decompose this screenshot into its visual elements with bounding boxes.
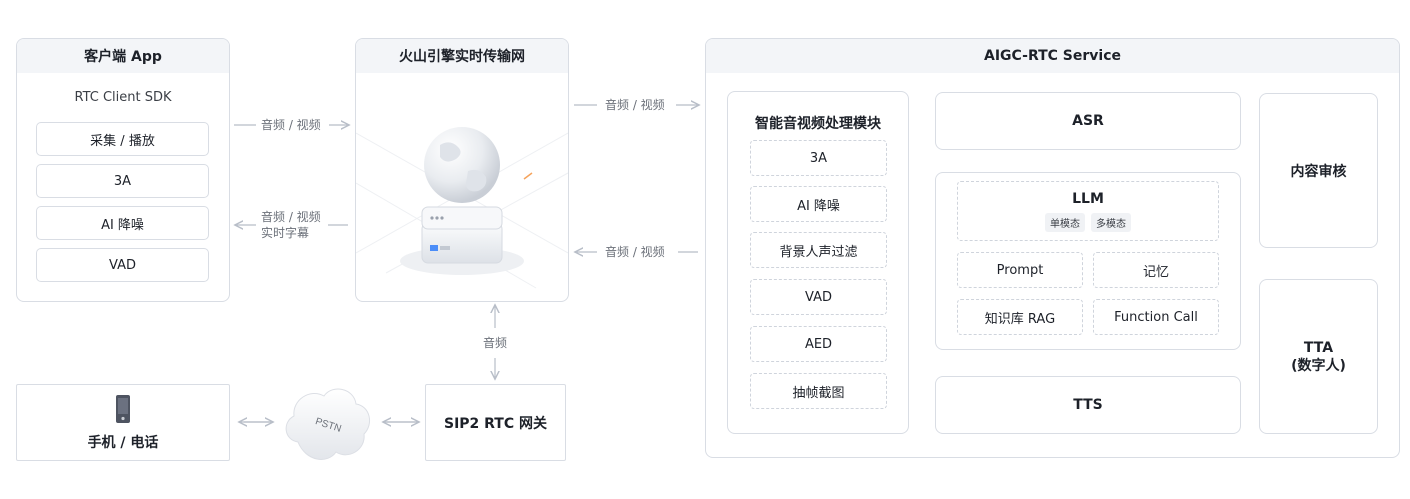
rtc-network-panel: 火山引擎实时传输网 [355, 38, 569, 302]
client-item-capture-play: 采集 / 播放 [36, 122, 209, 156]
sip-gateway-box: SIP2 RTC 网关 [425, 384, 566, 461]
function-call-box: Function Call [1093, 299, 1219, 335]
module-item-ai-denoise: AI 降噪 [750, 186, 887, 222]
label-client-to-rtc: 音频 / 视频 [261, 118, 321, 132]
globe-server-illustration [356, 127, 568, 289]
memory-box: 记忆 [1093, 252, 1219, 288]
llm-tag-unimodal: 单模态 [1045, 212, 1085, 232]
client-app-title: 客户端 App [17, 39, 229, 73]
prompt-box: Prompt [957, 252, 1083, 288]
client-item-ai-denoise: AI 降噪 [36, 206, 209, 240]
rag-box: 知识库 RAG [957, 299, 1083, 335]
av-processing-title: 智能音视频处理模块 [755, 116, 881, 132]
rtc-network-title: 火山引擎实时传输网 [356, 39, 568, 73]
tta-subtitle: (数字人) [1291, 357, 1346, 374]
phone-box: 手机 / 电话 [16, 384, 230, 461]
pstn-cloud-icon: PSTN [285, 388, 371, 460]
label-rtc-to-aigc: 音频 / 视频 [605, 98, 665, 112]
module-item-aed: AED [750, 326, 887, 362]
tta-box: TTA (数字人) [1259, 279, 1378, 434]
client-sdk-label: RTC Client SDK [74, 90, 172, 105]
label-audio: 音频 [483, 336, 508, 350]
llm-box: LLM 单模态 多模态 [957, 181, 1219, 241]
phone-icon [116, 394, 130, 423]
label-rtc-to-client-line2: 实时字幕 [261, 226, 310, 240]
module-item-frame-capture: 抽帧截图 [750, 373, 887, 409]
client-item-vad: VAD [36, 248, 209, 282]
module-item-3a: 3A [750, 140, 887, 176]
tta-label: TTA [1303, 339, 1334, 356]
module-item-vad: VAD [750, 279, 887, 315]
content-moderation-box: 内容审核 [1259, 93, 1378, 248]
llm-title: LLM [1072, 190, 1104, 207]
module-item-voice-filter: 背景人声过滤 [750, 232, 887, 268]
label-aigc-to-rtc: 音频 / 视频 [605, 245, 665, 259]
asr-box: ASR [935, 92, 1241, 150]
llm-tag-multimodal: 多模态 [1091, 212, 1131, 232]
aigc-service-title: AIGC-RTC Service [706, 39, 1399, 73]
phone-label: 手机 / 电话 [87, 434, 159, 451]
client-item-3a: 3A [36, 164, 209, 198]
label-rtc-to-client-line1: 音频 / 视频 [261, 210, 321, 224]
tts-box: TTS [935, 376, 1241, 434]
